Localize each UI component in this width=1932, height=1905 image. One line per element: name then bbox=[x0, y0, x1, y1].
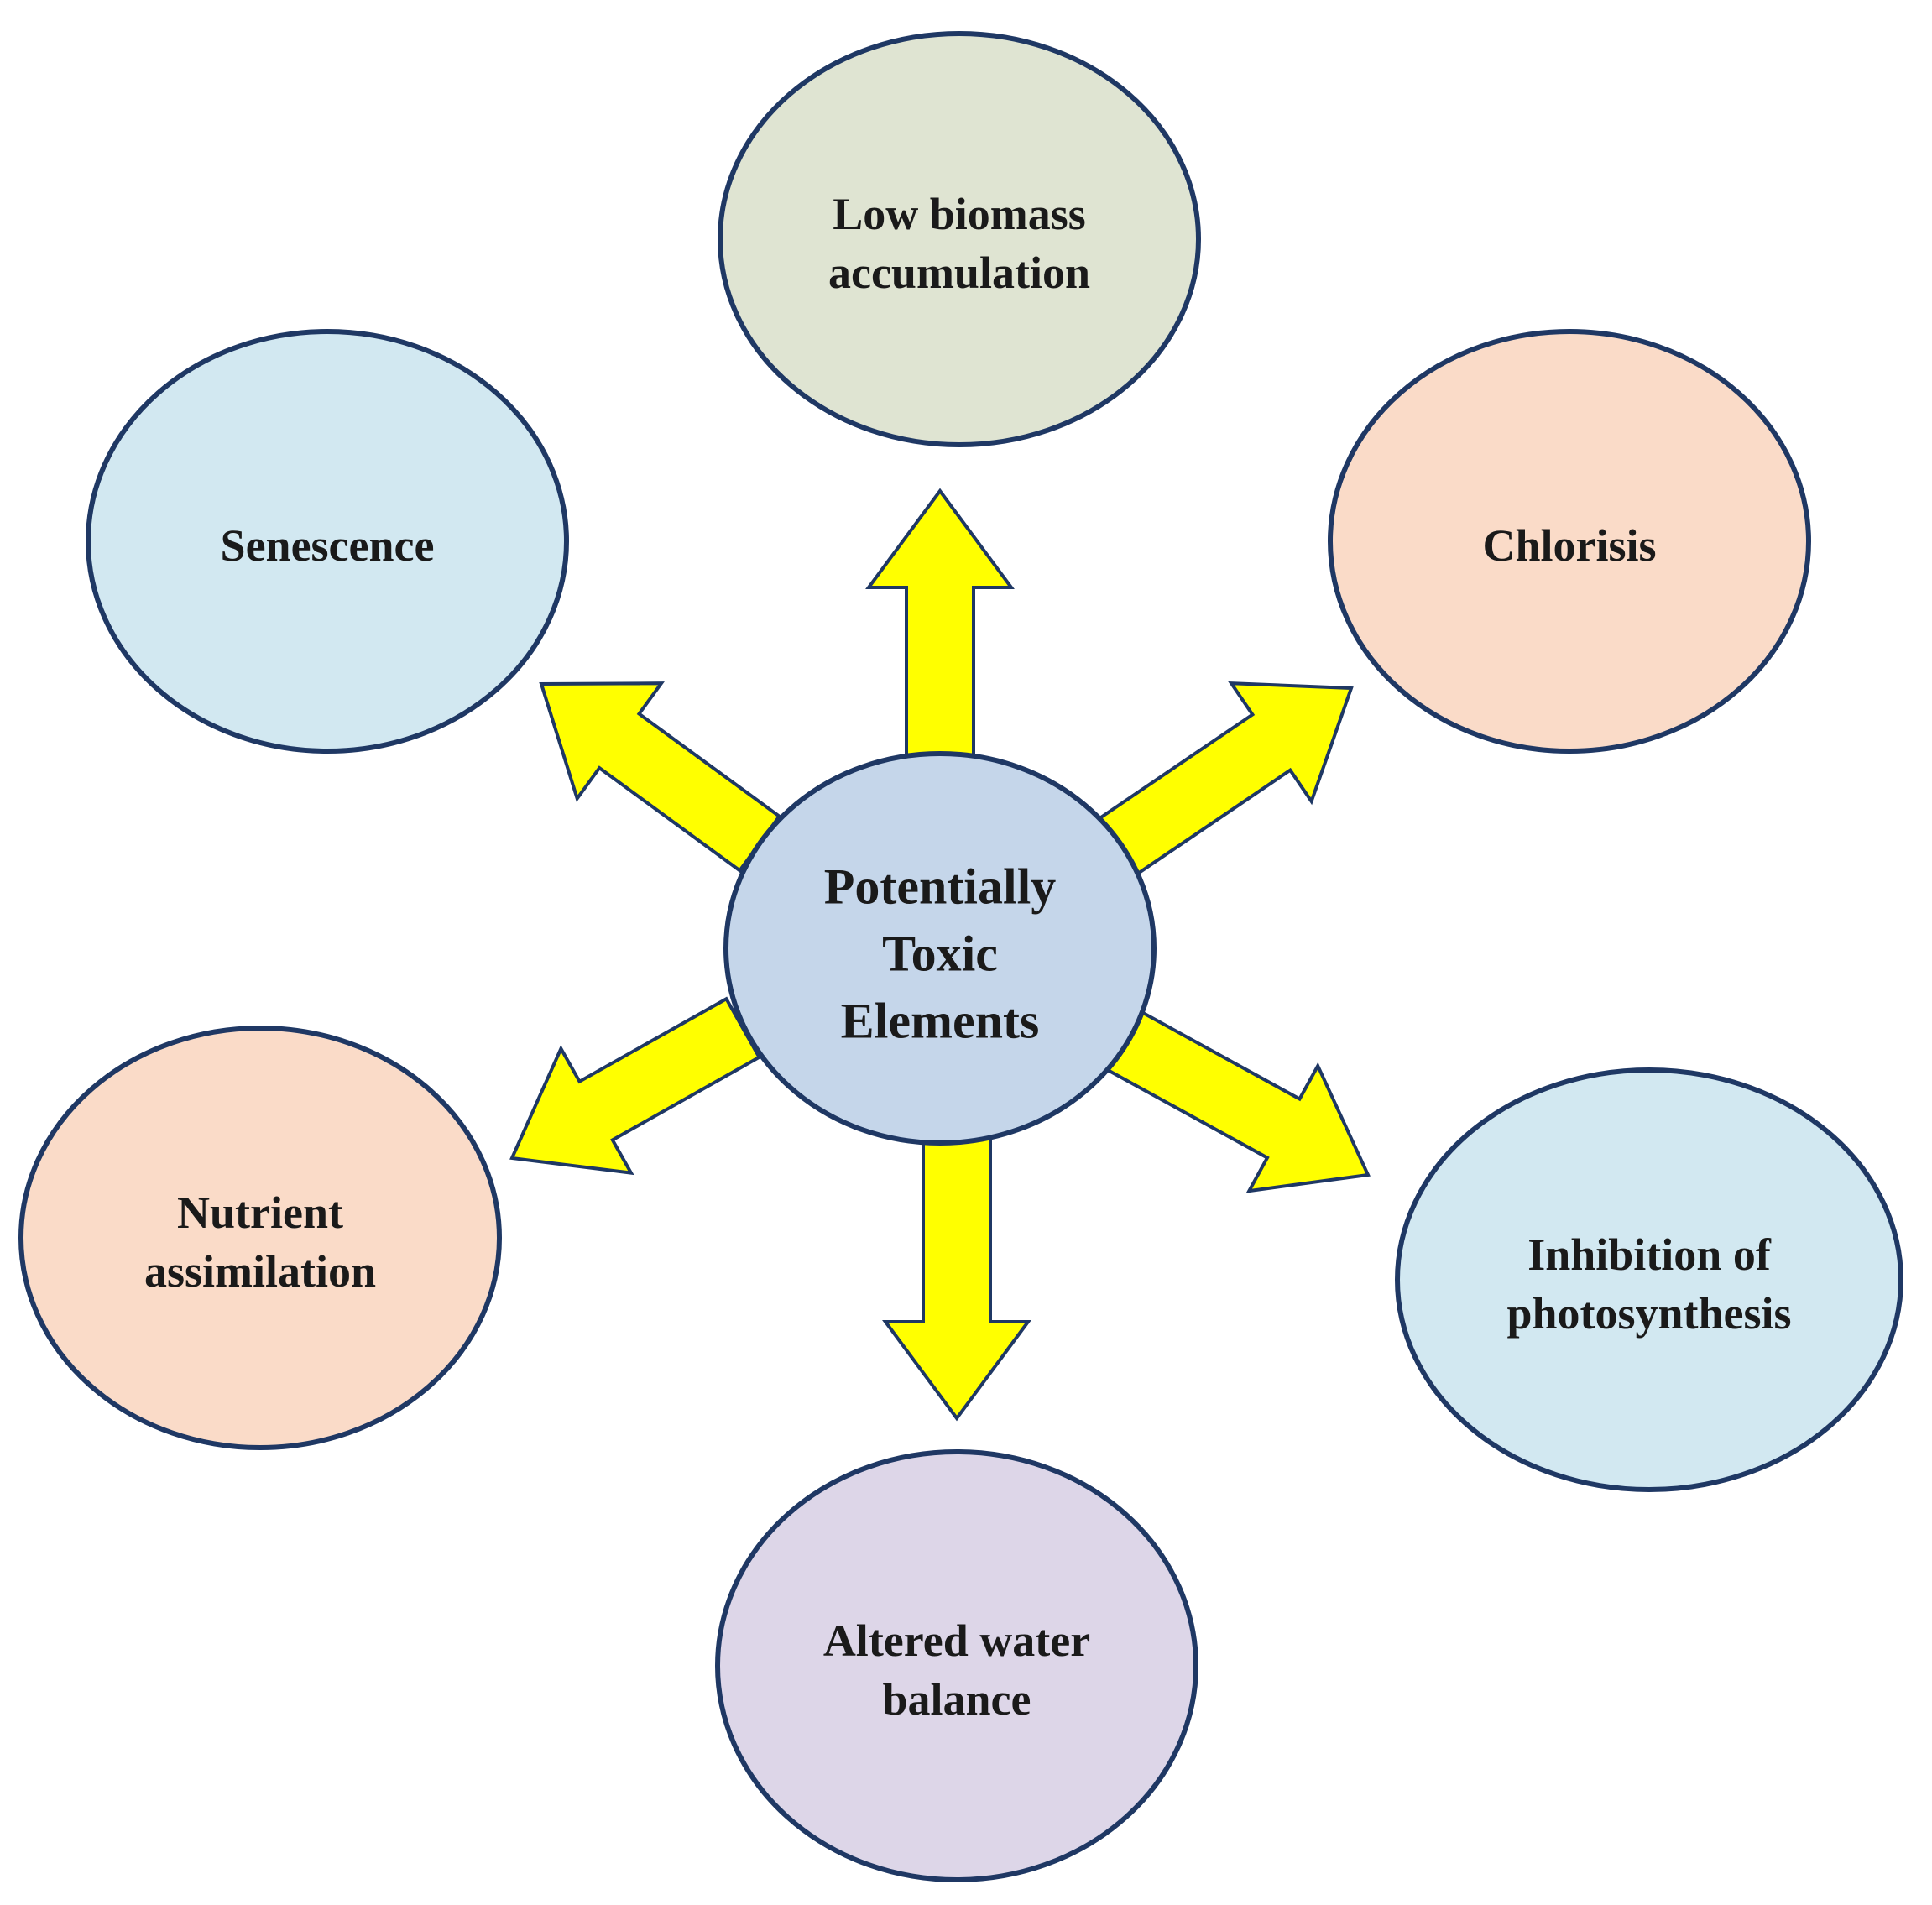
node-inhibition-photosynthesis-label-line: Inhibition of bbox=[1527, 1229, 1772, 1280]
node-altered-water-balance-label-line: balance bbox=[882, 1674, 1031, 1725]
node-nutrient-assimilation-ellipse bbox=[18, 1026, 502, 1450]
center-node-ellipse bbox=[723, 751, 1157, 1146]
node-altered-water-balance-label-line: Altered water bbox=[823, 1615, 1090, 1666]
arrow-to-nutrient-assimilation bbox=[509, 996, 762, 1176]
arrow-to-altered-water-balance bbox=[882, 1135, 1031, 1422]
node-inhibition-photosynthesis: Inhibition of photosynthesis bbox=[1395, 1067, 1903, 1492]
arrow-to-inhibition-photosynthesis bbox=[1097, 1005, 1371, 1193]
nodes-layer: Low biomass accumulationChlorisisInhibiti… bbox=[18, 31, 1903, 1882]
node-low-biomass-label-line: accumulation bbox=[828, 248, 1090, 298]
arrows-layer bbox=[509, 488, 1371, 1422]
node-nutrient-assimilation: Nutrient assimilation bbox=[18, 1026, 502, 1450]
arrow-to-senescence bbox=[539, 681, 782, 874]
arrow-to-low-biomass bbox=[865, 488, 1015, 770]
arrow-to-chlorisis bbox=[1094, 681, 1354, 878]
node-senescence-ellipse bbox=[86, 329, 569, 754]
node-chlorisis-ellipse bbox=[1328, 329, 1811, 754]
node-low-biomass-ellipse bbox=[718, 31, 1201, 447]
node-inhibition-photosynthesis-label-line: photosynthesis bbox=[1506, 1288, 1791, 1339]
center-node-label-line: Elements bbox=[841, 993, 1040, 1048]
node-inhibition-photosynthesis-ellipse bbox=[1395, 1067, 1903, 1492]
node-chlorisis-label-line: Chlorisis bbox=[1482, 520, 1656, 571]
node-senescence-label-line: Senescence bbox=[221, 520, 435, 571]
node-low-biomass: Low biomass accumulation bbox=[718, 31, 1201, 447]
node-low-biomass-label-line: Low biomass bbox=[833, 189, 1086, 239]
node-senescence: Senescence bbox=[86, 329, 569, 754]
node-nutrient-assimilation-label-line: assimilation bbox=[144, 1246, 376, 1297]
center-node-label-line: Toxic bbox=[882, 926, 998, 981]
node-nutrient-assimilation-label-line: Nutrient bbox=[177, 1187, 343, 1238]
node-chlorisis: Chlorisis bbox=[1328, 329, 1811, 754]
node-altered-water-balance: Altered water balance bbox=[715, 1449, 1198, 1882]
center-node-label-line: Potentially bbox=[824, 859, 1057, 914]
node-altered-water-balance-ellipse bbox=[715, 1449, 1198, 1882]
